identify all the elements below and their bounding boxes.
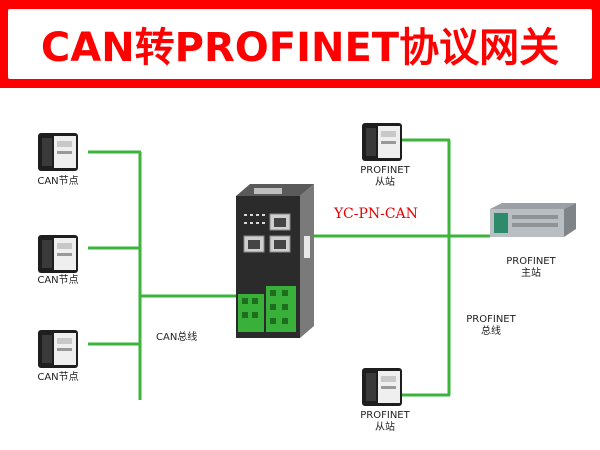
can-node-label-2: CAN节点 [37,275,79,286]
terminal-block-left [238,294,264,332]
profinet-slave-label-bottom: PROFINET 从站 [350,410,420,434]
profinet-slave-bottom-line1: PROFINET [360,410,410,421]
title-banner: CAN转PROFINET协议网关 [0,0,600,88]
can-bus-label: CAN总线 [156,332,198,343]
profinet-slave-device-top [362,123,402,161]
profinet-master-plc [490,203,576,237]
profinet-bus-label: PROFINET 总线 [456,314,526,338]
page-title: CAN转PROFINET协议网关 [40,25,560,71]
profinet-slave-label-top: PROFINET 从站 [350,165,420,189]
can-node-device-1 [38,133,78,171]
can-node-device-3 [38,330,78,368]
profinet-master-line2: 主站 [521,268,541,279]
title-banner-inner: CAN转PROFINET协议网关 [8,9,592,79]
profinet-slave-device-bottom [362,368,402,406]
gateway-device [236,184,314,338]
profinet-bus-line1: PROFINET [466,314,516,325]
can-node-label-1: CAN节点 [37,176,79,187]
can-node-label-3: CAN节点 [37,372,79,383]
can-node-device-2 [38,235,78,273]
profinet-slave-top-line1: PROFINET [360,165,410,176]
profinet-bus-line2: 总线 [481,326,501,337]
network-diagram [38,123,576,406]
profinet-master-label: PROFINET 主站 [496,256,566,280]
profinet-slave-bottom-line2: 从站 [375,422,395,433]
device-model-label: YC-PN-CAN [334,206,418,222]
profinet-slave-top-line2: 从站 [375,177,395,188]
bus-lines [88,138,490,400]
profinet-master-line1: PROFINET [506,256,556,267]
